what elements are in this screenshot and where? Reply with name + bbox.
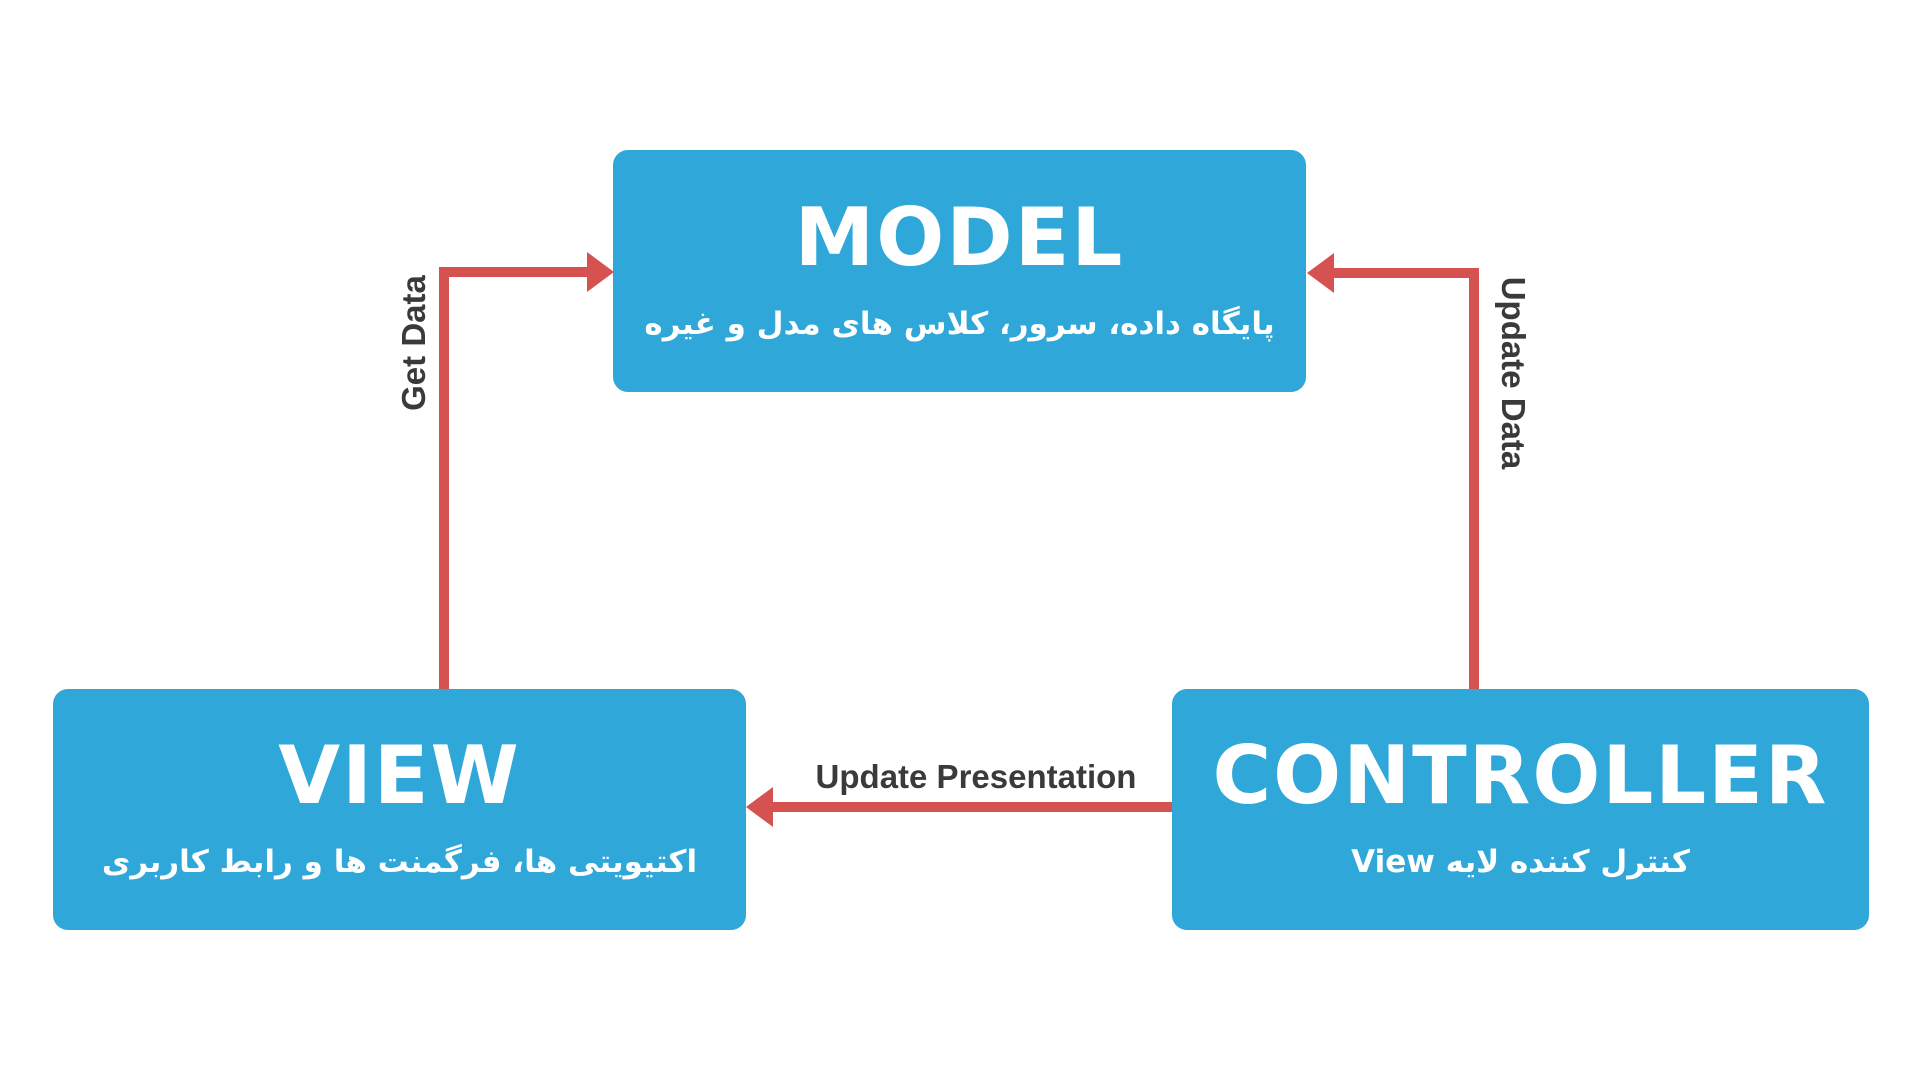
update-presentation-arrow-segment bbox=[766, 802, 1172, 812]
update-data-label: Update Data bbox=[1495, 276, 1532, 470]
view-box: VIEW اکتیویتی ها، فرگمنت ها و رابط کاربر… bbox=[53, 689, 746, 930]
update-presentation-label: Update Presentation bbox=[815, 758, 1137, 795]
controller-box: CONTROLLER کنترل کننده لایه View bbox=[1172, 689, 1869, 930]
get-data-arrowhead-icon bbox=[587, 252, 614, 292]
controller-title: CONTROLLER bbox=[1212, 729, 1829, 823]
model-subtitle: پایگاه داده، سرور، کلاس های مدل و غیره bbox=[644, 305, 1275, 342]
model-title: MODEL bbox=[794, 190, 1125, 284]
view-subtitle: اکتیویتی ها، فرگمنت ها و رابط کاربری bbox=[101, 844, 698, 881]
get-data-label: Get Data bbox=[395, 275, 432, 411]
model-box: MODEL پایگاه داده، سرور، کلاس های مدل و … bbox=[613, 150, 1306, 392]
view-title: VIEW bbox=[278, 729, 521, 823]
update-data-arrow-horizontal-segment bbox=[1326, 268, 1479, 278]
update-presentation-arrowhead-icon bbox=[746, 787, 773, 827]
controller-subtitle: کنترل کننده لایه View bbox=[1351, 844, 1690, 881]
get-data-arrow-vertical-segment bbox=[439, 267, 449, 689]
get-data-arrow-horizontal-segment bbox=[439, 267, 595, 277]
update-data-arrow-vertical-segment bbox=[1469, 268, 1479, 689]
update-data-arrowhead-icon bbox=[1307, 253, 1334, 293]
